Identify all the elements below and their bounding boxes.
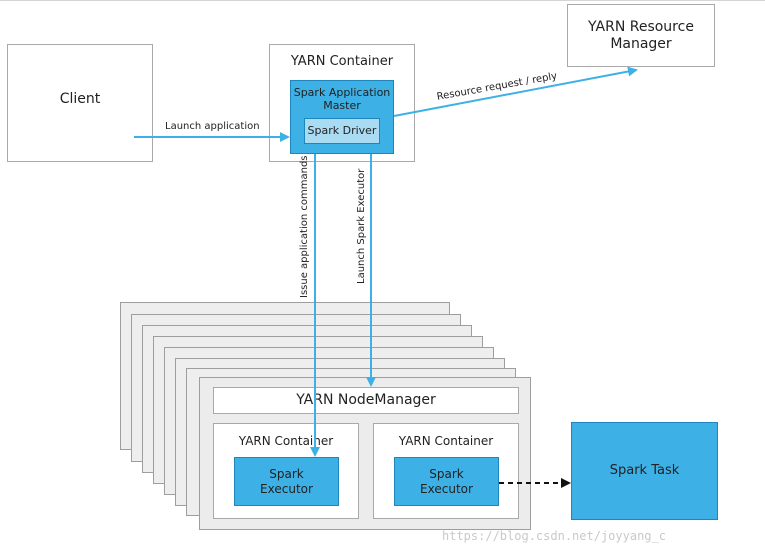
yarn-resource-manager-label: YARN Resource Manager: [588, 18, 694, 52]
spark-app-master-label: Spark Application Master: [293, 85, 391, 112]
spark-executor-left-box: [234, 457, 339, 506]
spark-executor-right-box: [394, 457, 499, 506]
spark-executor-right-label: Spark Executor: [420, 467, 473, 496]
node-manager-header: [213, 387, 519, 414]
spark-task-box: [571, 422, 718, 520]
spark-driver-box: [304, 118, 380, 144]
launch-executor-label: Launch Spark Executor: [356, 168, 367, 284]
yarn-resource-manager-box: [567, 4, 715, 67]
issue-commands-label: Issue application commands: [299, 155, 310, 299]
yarn-container-right-label: YARN Container: [398, 433, 494, 448]
yarn-container-left-label: YARN Container: [238, 433, 334, 448]
launch-application-label: Launch application: [165, 121, 260, 132]
client-box: [7, 44, 153, 162]
spark-driver-label: Spark Driver: [307, 124, 377, 138]
client-label: Client: [59, 90, 101, 107]
spark-task-label: Spark Task: [609, 463, 680, 479]
resource-request-arrow: [393, 66, 638, 117]
top-border: [0, 0, 765, 1]
spark-executor-left-label: Spark Executor: [260, 467, 313, 496]
yarn-container-top-label: YARN Container: [290, 54, 394, 70]
watermark: https://blog.csdn.net/joyyang_c: [442, 529, 666, 543]
